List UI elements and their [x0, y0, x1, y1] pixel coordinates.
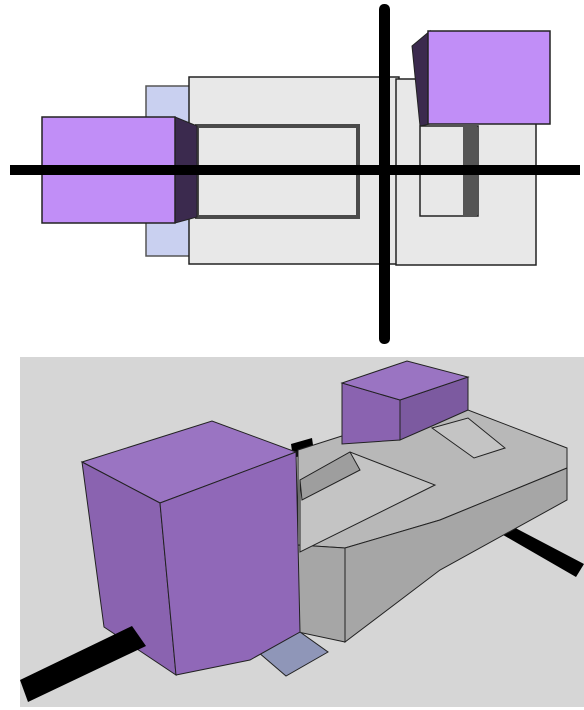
right-purple-block [427, 30, 551, 125]
grey-base-front-right [344, 467, 568, 644]
top-view-panel [10, 4, 580, 344]
horizontal-rod [10, 165, 580, 175]
perspective-view-panel [20, 357, 584, 707]
right-rod-stub [491, 521, 584, 577]
front-purple-block-front [159, 451, 301, 676]
front-left-rod [20, 626, 146, 702]
grey-base-front [297, 544, 346, 643]
right-recess-opening [430, 417, 507, 459]
left-recess-wall [299, 451, 361, 501]
back-purple-block-top [340, 360, 470, 401]
vertical-rod [379, 4, 390, 344]
